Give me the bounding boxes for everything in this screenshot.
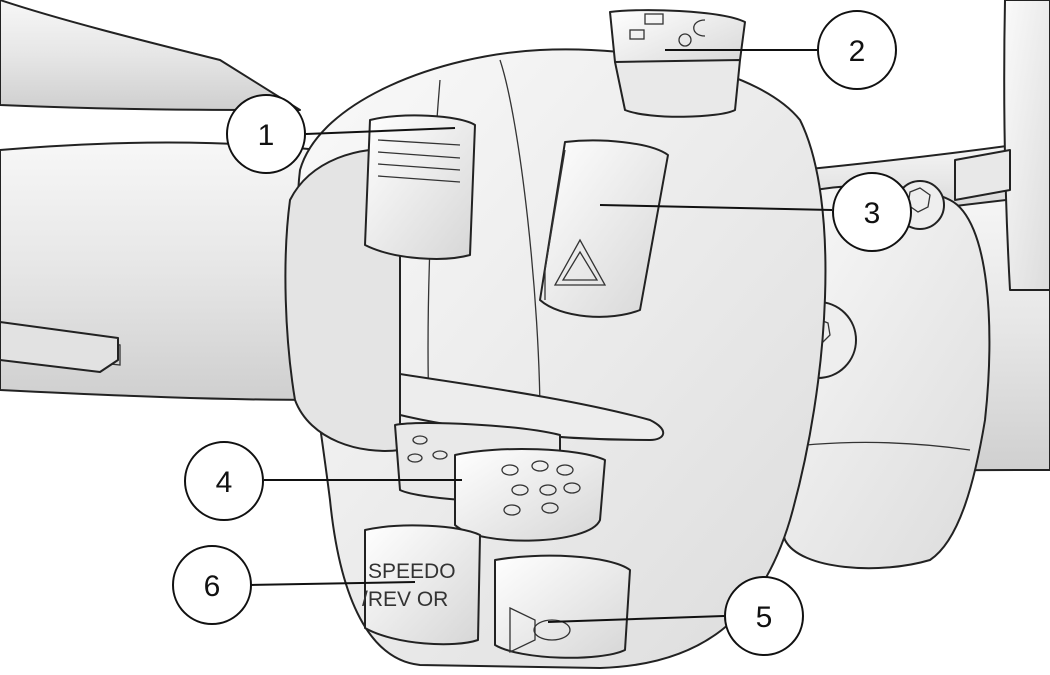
speedo-label-line1: SPEEDO [368,560,456,583]
callout-2: 2 [817,10,897,90]
joystick-grip-dots [407,435,581,516]
horn-button[interactable] [494,554,631,659]
callout-number: 6 [204,570,221,603]
reservoir [954,0,1050,291]
callout-number: 3 [864,197,881,230]
leader-5 [547,615,725,623]
handlebar-left [0,0,321,401]
callout-number: 4 [216,466,233,499]
callout-5: 5 [724,576,804,656]
joystick-button[interactable] [394,422,606,542]
callout-number: 1 [258,119,275,152]
callout-6: 6 [172,545,252,625]
callout-4: 4 [184,441,264,521]
leader-3 [599,204,833,211]
leader-1 [305,127,456,135]
leader-6 [249,581,416,586]
leader-lines [249,49,833,623]
callout-number: 2 [849,35,866,68]
cruise-control-button[interactable] [609,9,746,118]
callout-number: 5 [756,601,773,634]
callout-3: 3 [832,172,912,252]
hazard-triangle-icon [553,238,607,286]
speedo-label-line2: /REV OR [362,588,448,611]
cruise-control-icon [629,13,706,47]
callout-1: 1 [226,94,306,174]
horn-icon [509,606,571,654]
hazard-button[interactable] [539,139,669,318]
indicator-switch[interactable] [364,114,476,260]
speedo-button[interactable]: SPEEDO /REV OR [362,524,481,646]
